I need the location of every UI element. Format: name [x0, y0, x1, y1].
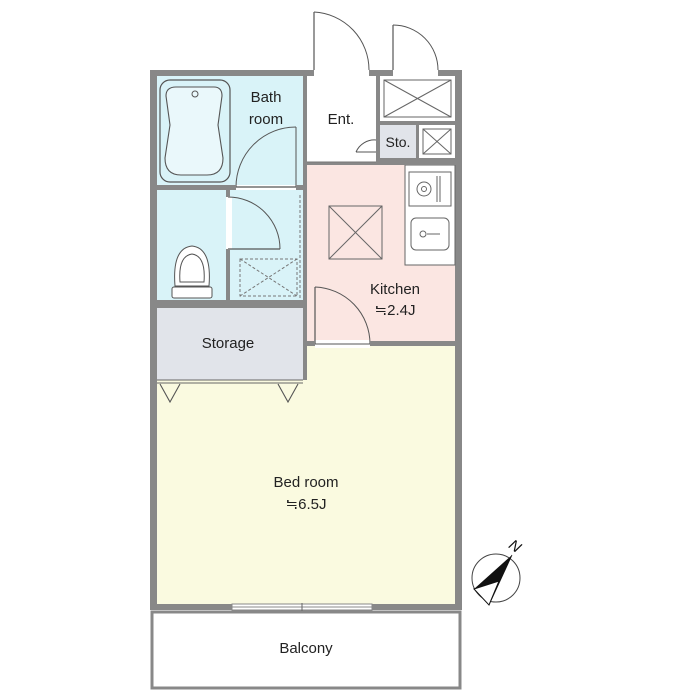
storage-small-area: [380, 125, 416, 158]
compass-north-label: N: [505, 536, 524, 556]
balcony-label: Balcony: [279, 640, 333, 657]
kitchen-counter: [404, 164, 456, 266]
toilet-tank-icon: [171, 286, 213, 299]
closet-door-right-icon: [277, 383, 299, 404]
storage-small-label: Sto.: [386, 134, 411, 150]
bathroom-label-line1: Bath: [251, 89, 282, 106]
kitchen-door-arc: [314, 286, 371, 345]
toilet-bowl-icon: [174, 245, 210, 287]
entrance-area: [307, 76, 376, 162]
bedroom-label: Bed room: [273, 474, 338, 491]
washer-pan-icon: [239, 258, 298, 297]
drain-icon: [191, 90, 199, 98]
washroom-door-arc: [227, 196, 281, 250]
closet-door-left-icon: [159, 383, 181, 404]
sink-icon: [410, 217, 450, 251]
meter-door-gap: [393, 68, 438, 77]
stove-icon: [408, 171, 452, 207]
bathroom-door-arc: [235, 126, 297, 188]
bathroom-label-line2: room: [249, 111, 283, 128]
entrance-label: Ent.: [328, 111, 355, 128]
entrance-inner-door-arc: [355, 139, 377, 153]
compass-needle-dark: [474, 555, 512, 589]
bedroom-size: ≒6.5J: [286, 496, 327, 513]
balcony-area: [150, 610, 462, 690]
storage-bedroom-notch: [157, 346, 303, 380]
meter-door-arc: [392, 24, 439, 71]
kitchen-size: ≒2.4J: [375, 302, 416, 319]
entrance-door-arc: [313, 11, 370, 71]
storage-label: Storage: [202, 335, 255, 352]
washroom-area: [230, 190, 303, 300]
fridge-space-icon: [328, 205, 383, 260]
entrance-door-gap: [314, 68, 369, 77]
bedroom-area: [157, 346, 455, 604]
north-compass-icon: N: [471, 536, 524, 606]
kitchen-label: Kitchen: [370, 281, 420, 298]
